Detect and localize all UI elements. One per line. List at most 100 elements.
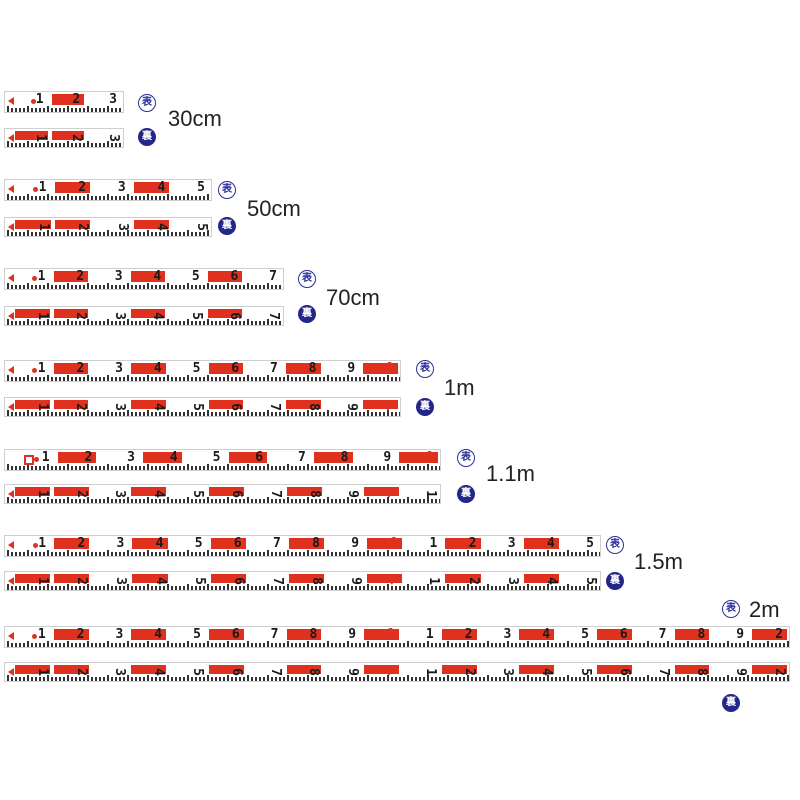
red-segment [288,538,325,549]
scale-digit: 6 [230,577,246,585]
tick-mark [35,466,37,470]
tick-mark [19,643,21,647]
zero-arrow-icon [8,577,14,585]
red-segment [130,309,166,318]
tick-mark [35,285,37,289]
tick-mark [323,586,325,590]
tick-mark [215,377,217,381]
tick-mark [15,108,17,112]
tick-mark [503,552,505,556]
tick-mark [103,321,105,325]
tick-mark [471,552,473,556]
back-side-badge: 裏 [457,485,475,503]
tick-mark [75,499,77,503]
tick-mark [531,643,533,647]
tick-mark [747,641,749,647]
tick-mark [7,584,9,590]
tick-mark [151,643,153,647]
tick-mark [411,499,413,503]
tick-mark [407,641,409,647]
tick-mark [399,643,401,647]
tick-mark [355,377,357,381]
ruler-length-label: 2m [749,597,780,622]
tick-mark [255,552,257,556]
tick-mark [143,643,145,647]
tick-mark [63,321,65,325]
tick-mark [203,321,205,325]
red-segment [674,665,710,674]
tick-mark [79,285,81,289]
tick-mark [115,586,117,590]
tick-mark [15,321,17,325]
scale-digit: 1 [34,668,50,676]
tick-mark [31,108,33,112]
tick-mark [123,285,125,289]
scale-digit: 3 [127,450,135,465]
tick-mark [251,499,253,503]
scale-digit: 3 [507,536,516,551]
tick-mark [459,586,461,590]
tick-mark [87,194,89,200]
tick-mark [223,677,225,681]
tick-mark [7,675,9,681]
scale-digit: 2 [77,536,86,551]
scale-digit: 3 [117,180,126,195]
tick-mark [95,321,97,325]
tick-mark [63,285,65,289]
tick-mark [231,499,233,503]
tick-mark [127,410,129,416]
tick-mark [207,230,209,236]
tick-mark [19,143,21,147]
tick-mark [379,499,381,503]
tick-mark [251,285,253,289]
tick-mark [179,232,181,236]
tick-mark [363,677,365,681]
tick-mark [135,412,137,416]
tick-mark [207,194,209,200]
tick-mark [191,586,193,590]
tick-mark [275,285,277,289]
tick-mark [207,319,209,325]
tick-mark [119,196,121,200]
tick-mark [323,552,325,556]
red-segment [130,271,166,282]
tick-mark [411,677,413,681]
red-segment [285,363,321,374]
tick-mark [315,466,317,470]
tick-mark [239,466,241,470]
tick-mark [483,677,485,681]
scale-digit: 4 [150,312,166,320]
tick-mark [175,232,177,236]
tick-mark [15,377,17,381]
tick-mark [143,232,145,236]
tick-mark [79,643,81,647]
tick-mark [407,497,409,503]
tick-mark [99,108,101,112]
tick-mark [39,552,41,556]
tick-mark [151,586,153,590]
tick-mark [83,499,85,503]
tick-mark [187,584,189,590]
red-dot-marker [32,543,38,548]
tick-mark [215,466,217,470]
tick-mark [451,643,453,647]
tick-mark [19,285,21,289]
tick-mark [159,285,161,289]
tick-mark [595,552,597,556]
red-segment [133,182,170,193]
tick-mark [219,552,221,556]
tick-mark [27,675,29,681]
tick-mark [43,285,45,289]
tick-mark [163,285,165,289]
tick-mark [71,412,73,416]
tick-mark [455,643,457,647]
tick-mark [359,499,361,503]
tick-mark [111,586,113,590]
tick-mark [371,466,373,470]
tick-mark [159,552,161,556]
tick-mark [407,584,409,590]
tick-mark [191,196,193,200]
tick-mark [47,319,49,325]
tick-mark [99,466,101,470]
